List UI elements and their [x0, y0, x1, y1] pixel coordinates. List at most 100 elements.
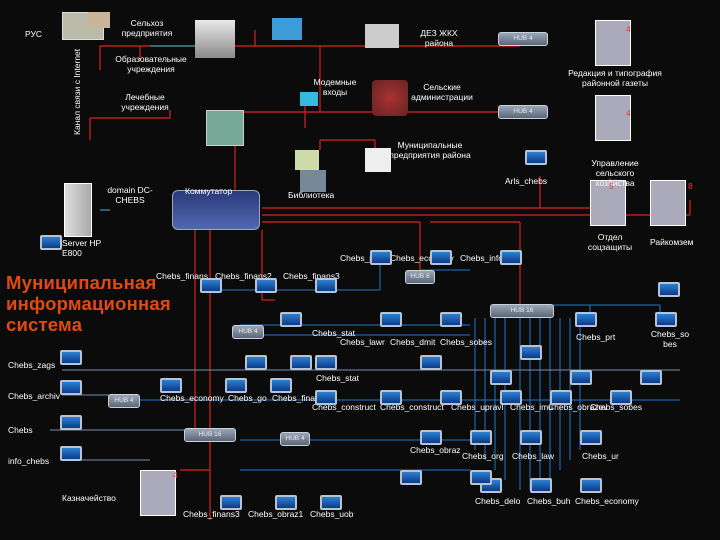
workstation-icon: [610, 390, 632, 405]
lechebn-picture: [206, 110, 244, 146]
workstation-icon: [550, 390, 572, 405]
node-arls: Arls_chebs: [505, 176, 548, 186]
workstation-icon: [400, 470, 422, 485]
ws-sobes2: Chebs_so bes: [650, 329, 690, 349]
monitor-icon: [590, 180, 626, 226]
monitor-icon: [595, 95, 631, 141]
workstation-icon: [225, 378, 247, 393]
badge-raikom: 8: [688, 181, 693, 191]
server-picture: [64, 183, 92, 237]
workstation-icon: [315, 390, 337, 405]
ws-dmit: Chebs_dmit: [390, 337, 436, 347]
workstation-icon: [440, 312, 462, 327]
workstation-icon: [60, 380, 82, 395]
hub-16: HUB 16: [490, 304, 554, 318]
workstation-icon: [570, 370, 592, 385]
ws-imu: Chebs_imu: [510, 402, 553, 412]
ws-lawr: Chebs_lawr: [340, 337, 385, 347]
hub-4b: HUB 4: [232, 325, 264, 339]
ws-go: Chebs_go: [228, 393, 267, 403]
workstation-icon: [655, 312, 677, 327]
workstation-icon: [320, 495, 342, 510]
workstation-icon: [60, 415, 82, 430]
workstation-icon: [430, 250, 452, 265]
node-raikom: Райкомзем: [650, 237, 694, 247]
workstation-icon: [255, 278, 277, 293]
workstation-icon: [60, 446, 82, 461]
hub-top: HUB 4: [498, 32, 548, 46]
obraz-building-picture: [195, 20, 235, 58]
ws-finans3b: Chebs_finans3: [183, 509, 240, 519]
ws-economy1: Chebs_economy: [390, 253, 454, 263]
page-title: Муниципальная информационная система: [6, 272, 171, 335]
ws-obraz: Chebs_obraz: [410, 445, 461, 455]
workstation-icon: [500, 250, 522, 265]
workstation-icon: [525, 150, 547, 165]
node-upravl: Управление сельского хозяйства: [591, 158, 639, 188]
ws-chebs: Chebs: [8, 425, 33, 435]
node-otdel: Отдел соцзащиты: [587, 232, 633, 252]
workstation-icon: [270, 378, 292, 393]
workstation-icon: [575, 312, 597, 327]
ws-archiv: Chebs_archiv: [8, 391, 60, 401]
workstation-icon: [290, 355, 312, 370]
ws-sobes1: Chebs_sobes: [440, 337, 492, 347]
node-server: Server HP E800: [62, 238, 102, 258]
node-kanal: Канал связи с Internet: [72, 48, 82, 135]
workstation-icon: [280, 312, 302, 327]
hub-redak: HUB 4: [498, 105, 548, 119]
workstation-icon: [658, 282, 680, 297]
ws-stat2: Chebs_stat: [316, 373, 359, 383]
node-redak: Редакция и типография районной газеты: [568, 68, 662, 88]
node-domain: domain DC-CHEBS: [107, 185, 153, 205]
badge-kazna: 4: [173, 470, 178, 480]
ws-law: Chebs_law: [512, 451, 555, 461]
workstation-icon: [60, 350, 82, 365]
hub-8: HUB 8: [405, 270, 435, 284]
selhoz-picture: [88, 12, 110, 28]
node-lechebn: Лечебные учреждения: [121, 92, 169, 112]
badge-redak: 4: [626, 108, 631, 118]
workstation-icon: [40, 235, 62, 250]
workstation-icon: [315, 278, 337, 293]
ws-construct2: Chebs_construct: [380, 402, 444, 412]
node-rus: РУС: [25, 29, 43, 39]
ws-finans: Chebs_finans: [156, 271, 208, 281]
node-obraz: Образовательные учреждения: [115, 54, 187, 74]
ws-info-chebs: info_chebs: [8, 456, 50, 466]
ws-finans2: Chebs_finans2: [215, 271, 272, 281]
ws-economy3: Chebs_economy: [575, 496, 639, 506]
workstation-icon: [470, 470, 492, 485]
ws-stat1: Chebs_stat: [312, 328, 355, 338]
node-selhoz: Сельхоз предприятия: [121, 18, 173, 38]
workstation-icon: [380, 312, 402, 327]
node-municip: Муниципальные предприятия района: [389, 140, 471, 160]
ws-economy2: Chebs_economy: [160, 393, 224, 403]
workstation-icon: [420, 355, 442, 370]
selskie-picture: [372, 80, 408, 116]
node-biblio: Библиотека: [288, 190, 335, 200]
workstation-icon: [370, 250, 392, 265]
municip-picture: [295, 150, 319, 170]
workstation-icon: [580, 430, 602, 445]
monitor-icon: [140, 470, 176, 516]
workstation-icon: [520, 430, 542, 445]
biblio-picture: [300, 170, 326, 192]
workstation-icon: [380, 390, 402, 405]
workstation-icon: [470, 430, 492, 445]
ws-finans6: Chebs_finans6: [272, 393, 329, 403]
badge-dez: 4: [626, 24, 631, 34]
switch-picture: [172, 190, 260, 230]
badge-upravl: 5: [609, 181, 614, 191]
node-kommutator: Коммутатор: [185, 186, 233, 196]
node-dez: ДЕЗ ЖКХ района: [420, 28, 458, 48]
dez-building-picture: [272, 18, 302, 40]
workstation-icon: [440, 390, 462, 405]
ws-sobes3: Chebs_sobes: [590, 402, 642, 412]
node-modem: Модемные входы: [313, 77, 357, 97]
workstation-icon: [275, 495, 297, 510]
hub-16b: HUB 16: [184, 428, 236, 442]
workstation-icon: [220, 495, 242, 510]
ws-obraz1: Chebs_obraz1: [248, 509, 304, 519]
workstation-icon: [420, 430, 442, 445]
